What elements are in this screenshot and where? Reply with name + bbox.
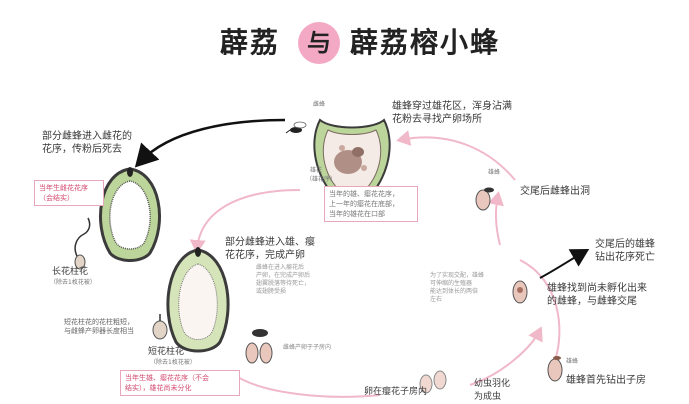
label-male-flower-sub: （雄花序）: [306, 176, 337, 183]
female-inflorescence-box: 当年生雌花花序 （会结实）: [34, 180, 104, 206]
label-male-out: 雄蜂: [488, 169, 501, 176]
cycle-arrow-bottom-right: [469, 326, 543, 386]
note-male-exit-death: 交尾后的雄蜂 钻出花序死亡: [595, 239, 655, 263]
note-gall-oviposition: 部分雌蜂进入雄、瘿 花花序，完成产卵: [225, 237, 315, 261]
note-egg-in-ovary: 雌蜂产卵于子房内: [283, 344, 332, 351]
female-syconium: [98, 167, 162, 262]
label-long-style-flower: 长花柱花: [52, 267, 89, 277]
cycle-arrow-top-right: [396, 130, 516, 181]
gall-syconium: [166, 248, 230, 353]
title-bar: 薜荔 与 薜荔榕小蜂: [0, 18, 689, 68]
label-male-flower: 雄花: [310, 167, 323, 174]
note-female-exit: 交尾后雌蜂出洞: [520, 186, 590, 197]
label-female-wasp-top: 雌蜂: [313, 101, 326, 108]
male-inflorescence-box: 当年的雄、瘿花花序， 上一年的瘿花在底部， 当年的雄花在口部: [324, 186, 418, 222]
title-fig: 薜荔: [220, 26, 281, 59]
note-female-flower: 部分雌蜂进入雌花的 花序，传粉后死去: [42, 131, 132, 155]
mating-fruit: [512, 280, 528, 304]
note-mating-organ: 为了实现交配，雄蜂 可伸缩的生殖器 能达到体长的两倍 左右: [430, 272, 485, 303]
cycle-arrow-mid-right: [488, 191, 504, 246]
short-style-flower-drawing: [152, 314, 168, 340]
cycle-arrow-bottom-left: [229, 371, 381, 398]
wasp-exit-fruit: [475, 187, 494, 211]
cycle-arrow-top-left: [189, 189, 301, 254]
arrow-to-female-flower: [134, 118, 286, 168]
note-short-style: 短花柱花的花柱粗短， 与雌蜂产卵器长度相当: [64, 318, 134, 335]
title-connector-badge: 与: [298, 22, 340, 64]
note-gall-detail: 雌蜂在进入瘿花后 产卵，在完成产卵后 翅翼脱落等待死亡， 或翅膀受损: [256, 264, 311, 295]
label-short-style-flower: 短花柱花: [148, 347, 185, 357]
note-eggs-in-gall: 卵在瘿花子房内: [364, 387, 428, 397]
female-wasp-center: [195, 247, 201, 257]
note-male-first-exit: 雄蜂首先钻出子房: [566, 375, 646, 386]
arrow-male-exit: [539, 249, 590, 279]
oviposition-drawing: [245, 329, 273, 364]
label-male-first: 雄蜂: [566, 358, 579, 365]
title-wasp: 薜荔榕小蜂: [350, 26, 501, 59]
note-larva-emerge: 幼虫羽化 为成虫: [474, 379, 511, 402]
long-style-flower-drawing: [74, 217, 91, 270]
female-wasp-left: [127, 167, 133, 177]
short-inflorescence-box: 当年生雄、瘿花花序（不会 结实），雄花尚未分化: [120, 370, 240, 396]
note-male-zone: 雄蜂穿过雄花区，浑身沾满 花粉去寻找产卵场所: [392, 101, 512, 125]
cycle-arrow-right: [519, 259, 561, 361]
label-long-style-sub: （除去1枚花被）: [50, 279, 96, 286]
ovary-cluster: [419, 370, 447, 394]
male-exit-fruit: [547, 356, 563, 382]
label-short-style-sub: （除去1枚花被）: [150, 359, 196, 366]
male-syconium: [313, 118, 391, 206]
female-wasp-top: [285, 121, 307, 134]
note-male-mating: 雄蜂找到尚未孵化出来 的雌蜂，与雌蜂交尾: [547, 283, 647, 307]
